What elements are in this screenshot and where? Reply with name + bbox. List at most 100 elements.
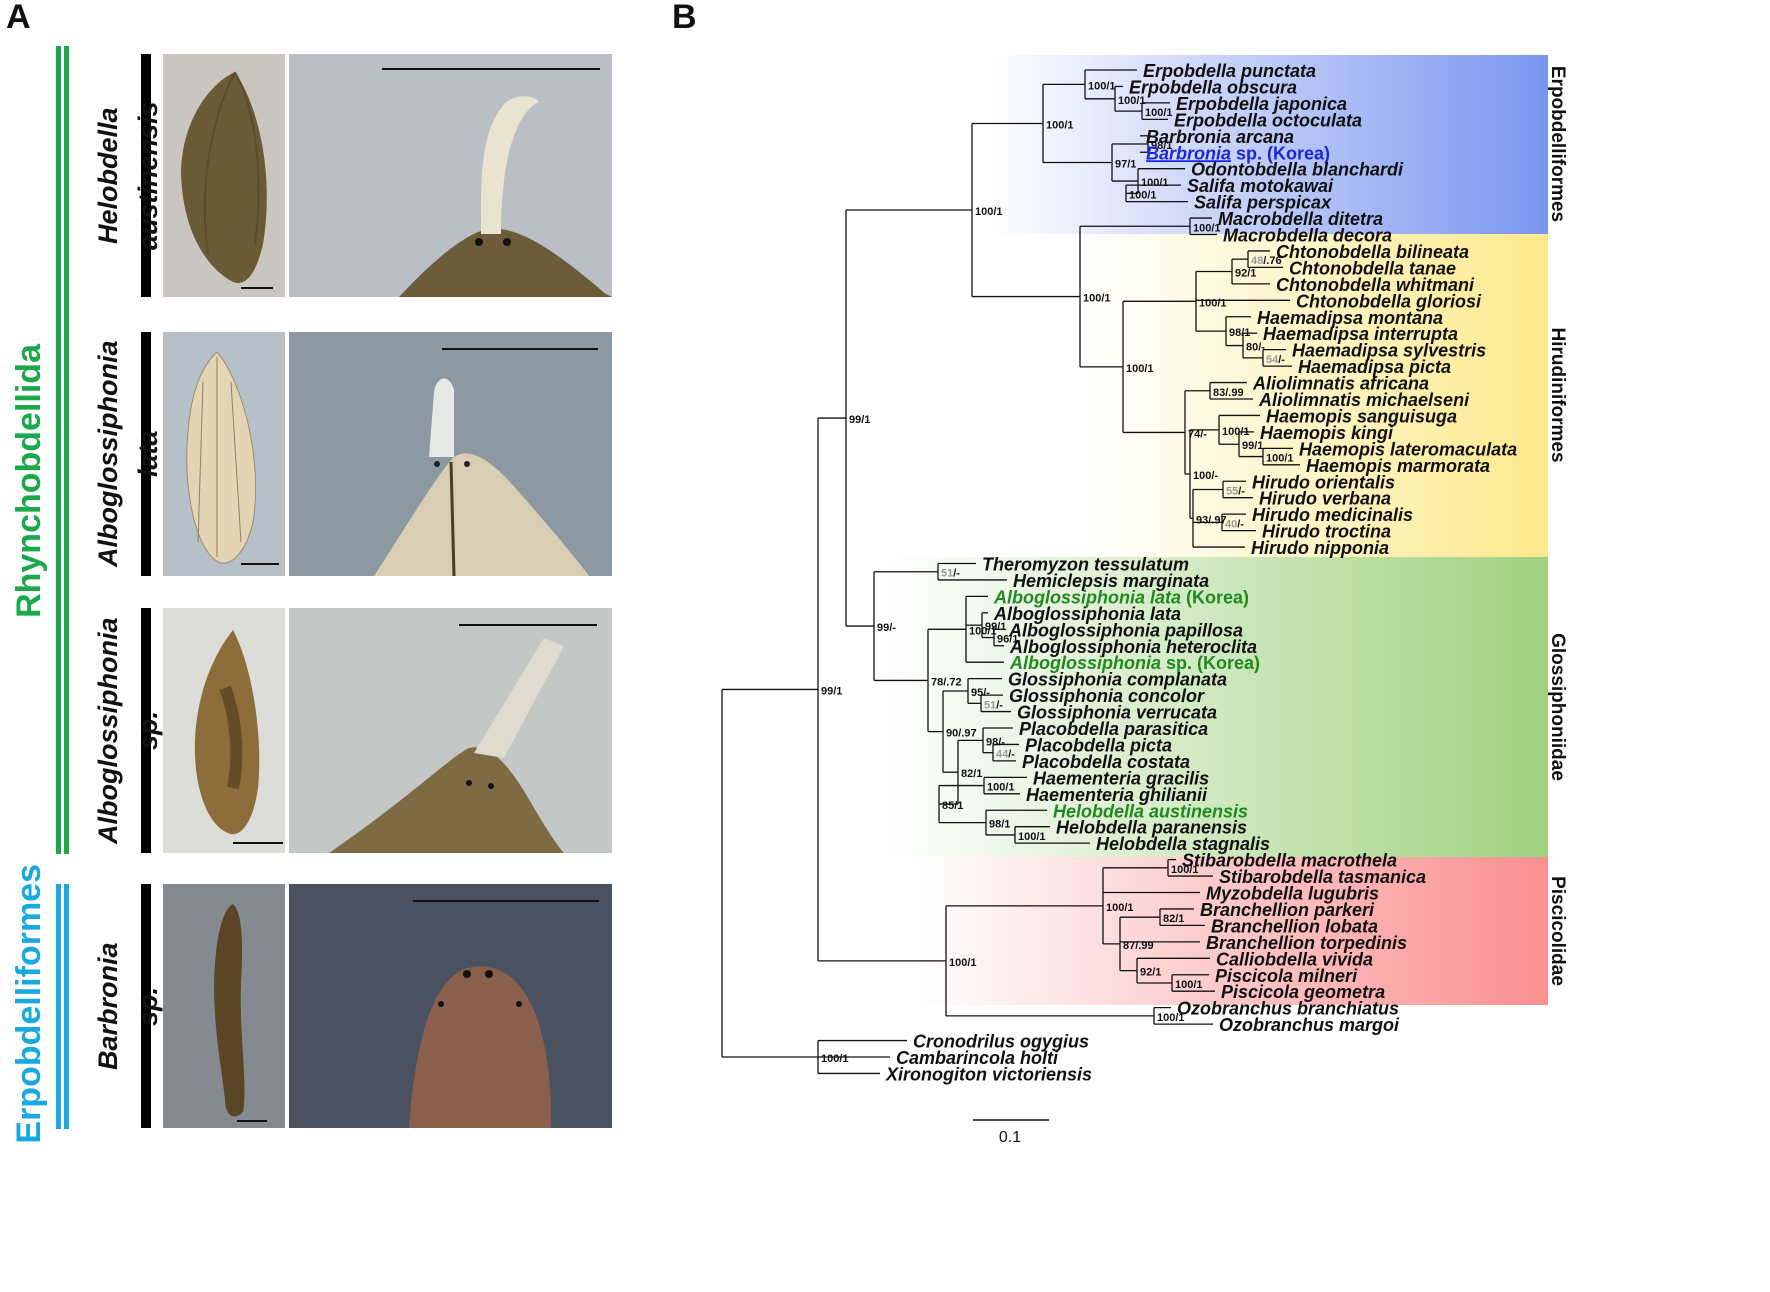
taxon-name: Alboglossiphonia papillosa (1008, 620, 1243, 640)
support-value: 100/1 (1171, 864, 1199, 876)
panel-letter-b: B (672, 0, 697, 36)
support-value: 99/1 (821, 685, 842, 697)
proboscis-closeup-image (329, 638, 564, 853)
scale-bar (241, 563, 279, 565)
support-value: 98/- (986, 736, 1005, 748)
support-value: 54/- (1266, 354, 1285, 366)
clade-label-hirudiniformes: Hirudiniformes (1547, 327, 1568, 462)
taxon-label: Haementeria ghilianii (1026, 785, 1208, 805)
taxon-name: Placobdella parasitica (1019, 719, 1208, 739)
support-value: 100/1 (1157, 1012, 1185, 1024)
taxon-name: Barbronia arcana (1146, 127, 1294, 147)
support-value: 98/1 (989, 819, 1010, 831)
taxon-name: Stibarobdella macrothela (1182, 851, 1397, 871)
taxon-label: Glossiphonia concolor (1009, 686, 1205, 706)
taxon-label: Haemopis kingi (1260, 423, 1394, 443)
support-value: 90/.97 (946, 728, 977, 740)
support-value: 100/1 (1175, 979, 1203, 991)
clade-label-erpobdelliformes: Erpobdelliformes (1547, 66, 1568, 222)
taxon-name: Haemopis lateromaculata (1299, 439, 1517, 459)
taxon-label: Alboglossiphonia lata (993, 604, 1181, 624)
support-value: 93/.97 (1196, 514, 1227, 526)
photo-barbronia-closeup (289, 884, 612, 1128)
taxon-name: Barbronia (1146, 143, 1231, 163)
taxon-label: Alboglossiphonia papillosa (1008, 620, 1243, 640)
support-value: 100/1 (1145, 107, 1173, 119)
support-value: 40/- (1225, 518, 1244, 530)
erpobdelliformes-bar-inner (64, 884, 69, 1129)
taxon-name: Haemopis marmorata (1306, 456, 1490, 476)
taxon-name: Hirudo troctina (1262, 522, 1391, 542)
taxon-name: Glossiphonia verrucata (1017, 703, 1217, 723)
taxon-name: Myzobdella lugubris (1206, 884, 1379, 904)
panel-letter-a: A (6, 0, 31, 36)
proboscis-closeup-image (399, 96, 612, 297)
taxon-label: Odontobdella blanchardi (1191, 160, 1404, 180)
leech-whole-image (181, 71, 267, 284)
taxon-name: Aliolimnatis africana (1252, 374, 1429, 394)
taxon-name: Ozobranchus margoi (1219, 1015, 1400, 1035)
taxon-label: Macrobdella decora (1223, 226, 1392, 246)
taxon-name: Chtonobdella tanae (1289, 258, 1456, 278)
taxon-label: Chtonobdella gloriosi (1296, 291, 1482, 311)
support-value: 85/1 (942, 800, 963, 812)
taxon-label: Haemopis marmorata (1306, 456, 1490, 476)
support-value: 100/1 (987, 782, 1015, 794)
support-value: 44/- (996, 749, 1015, 761)
taxon-name: Haemadipsa picta (1298, 357, 1451, 377)
taxon-label: Ozobranchus margoi (1219, 1015, 1400, 1035)
photo-barbronia-whole (163, 884, 285, 1128)
taxon-suffix: sp. (Korea) (1231, 143, 1330, 163)
taxon-label: Alboglossiphonia sp. (Korea) (1009, 653, 1260, 673)
clade-bg-glossiphoniidae (887, 557, 1548, 857)
taxon-suffix: (Korea) (1181, 587, 1249, 607)
taxon-name: Branchellion torpedinis (1206, 933, 1407, 953)
taxon-name: Glossiphonia concolor (1009, 686, 1205, 706)
taxon-name: Haemopis kingi (1260, 423, 1394, 443)
specimen-bar-3 (141, 608, 151, 853)
proboscis-closeup-image (374, 378, 589, 576)
support-value: 100/1 (1046, 119, 1074, 131)
taxon-label: Haemadipsa interrupta (1263, 324, 1458, 344)
scale-bar (237, 1120, 267, 1122)
support-value: 100/1 (1193, 222, 1221, 234)
support-value: 98/1 (1151, 140, 1172, 152)
support-value: 99/1 (1242, 440, 1263, 452)
taxon-name: Alboglossiphonia heteroclita (1009, 637, 1257, 657)
taxon-name: Salifa motokawai (1187, 176, 1334, 196)
support-value-part: /- (953, 568, 960, 580)
taxon-name: Erpobdella japonica (1176, 94, 1347, 114)
taxon-name: Glossiphonia complanata (1008, 670, 1227, 690)
support-value-part: /- (1278, 354, 1285, 366)
taxon-name: Helobdella paranensis (1056, 818, 1247, 838)
taxon-name: Cambarincola holti (896, 1048, 1059, 1068)
tree-branches (721, 69, 1300, 1075)
taxon-label: Barbronia sp. (Korea) (1146, 143, 1330, 163)
taxon-name: Erpobdella obscura (1129, 77, 1297, 97)
support-value: 100/1 (1266, 453, 1294, 465)
support-value: 100/1 (1106, 902, 1134, 914)
taxon-label: Helobdella stagnalis (1096, 834, 1270, 854)
support-value: 100/1 (1126, 363, 1154, 375)
taxon-label: Hirudo orientalis (1252, 472, 1395, 492)
taxon-name: Placobdella picta (1025, 735, 1172, 755)
taxon-name: Cronodrilus ogygius (913, 1032, 1089, 1052)
taxon-name: Alboglossiphonia lata (993, 604, 1181, 624)
taxon-label: Glossiphonia complanata (1008, 670, 1227, 690)
taxon-label: Piscicola milneri (1215, 966, 1358, 986)
tree-scale-bar: 0.1 (973, 1119, 1049, 1146)
taxon-suffix: sp. (Korea) (1161, 653, 1260, 673)
support-value-part: /.76 (1263, 255, 1281, 267)
scale-bar (413, 900, 599, 902)
taxon-label: Erpobdella japonica (1176, 94, 1347, 114)
taxon-label: Macrobdella ditetra (1218, 209, 1383, 229)
leech-whole-image (214, 904, 245, 1117)
support-value: 100/1 (969, 625, 997, 637)
support-value: 100/1 (975, 206, 1003, 218)
taxon-label: Piscicola geometra (1221, 982, 1385, 1002)
scale-bar (233, 842, 283, 844)
taxon-label: Hirudo troctina (1262, 522, 1391, 542)
support-value: 74/- (1188, 428, 1207, 440)
clade-bg-hirudiniformes (1083, 234, 1548, 557)
